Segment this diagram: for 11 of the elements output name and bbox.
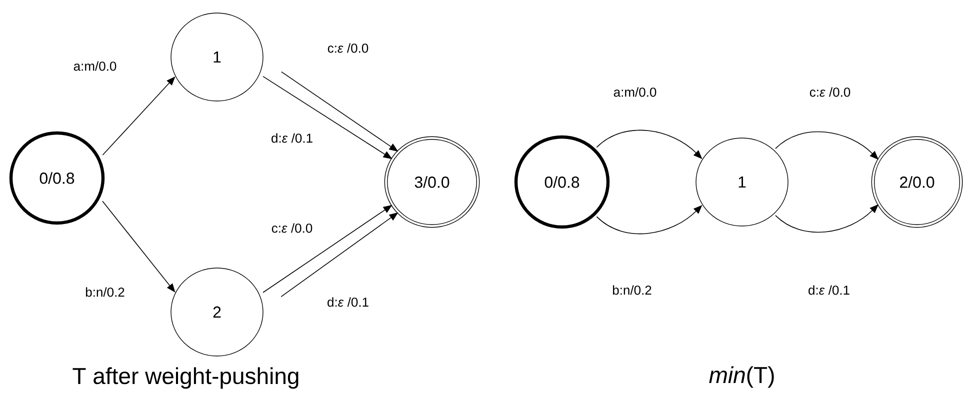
edge-label: a:m/0.0 xyxy=(72,60,118,72)
edge-label: d:ε /0.1 xyxy=(326,296,370,308)
edge-label: d:ε /0.1 xyxy=(807,284,851,296)
caption: min(T) xyxy=(709,366,774,388)
edge-label: b:n/0.2 xyxy=(611,284,653,296)
edge-label: c:ε /0.0 xyxy=(270,222,314,234)
edge-label: b:n/0.2 xyxy=(84,286,126,298)
edge-label: c:ε /0.0 xyxy=(326,42,370,54)
edge-label: c:ε /0.0 xyxy=(808,86,852,98)
edge-label: a:m/0.0 xyxy=(612,86,658,98)
edge-label: d:ε /0.1 xyxy=(270,132,314,144)
